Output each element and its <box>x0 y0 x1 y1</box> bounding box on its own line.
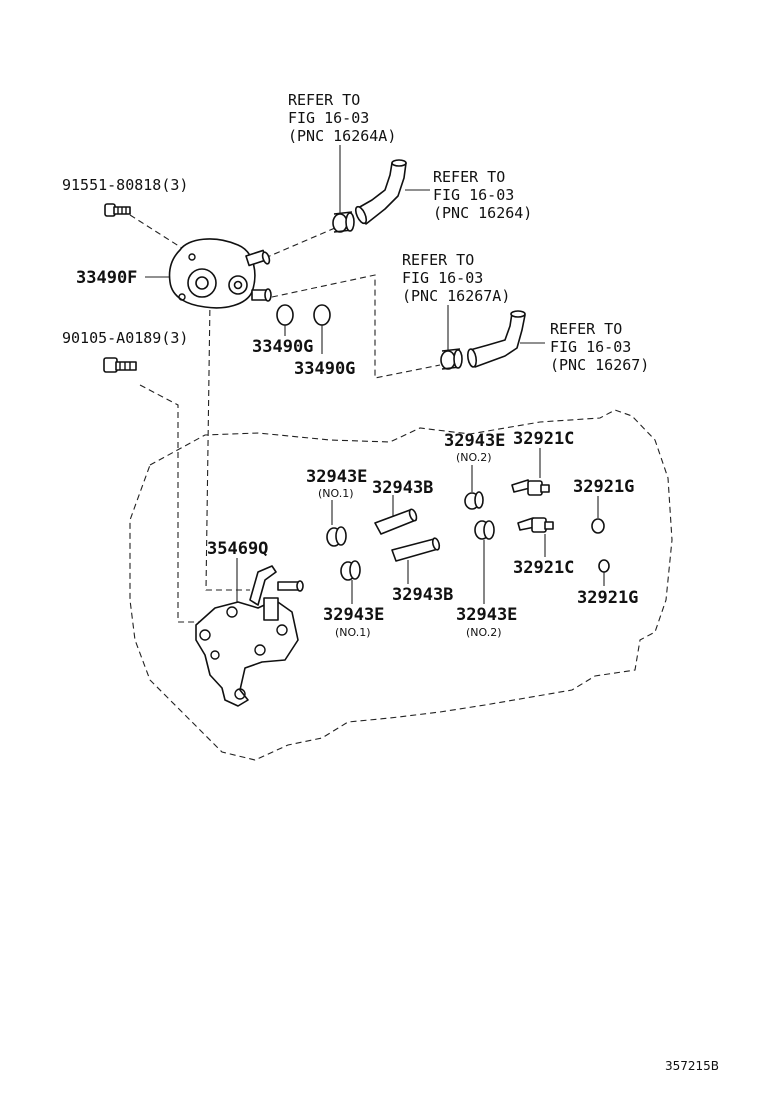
hose-16264-icon <box>354 159 407 225</box>
gasket-bottom-icon <box>598 559 610 573</box>
refer-16267-line1: REFER TO <box>550 320 622 338</box>
refer-16267A-line2: FIG 16-03 <box>402 269 483 287</box>
refer-16264-line2: FIG 16-03 <box>433 186 514 204</box>
gasket-top-icon <box>591 518 605 534</box>
label-oring-b: 33490G <box>294 359 355 379</box>
label-oring-a: 33490G <box>252 337 313 357</box>
refer-16264A-line2: FIG 16-03 <box>288 109 369 127</box>
note-clamp-no1-bottom: (NO.1) <box>335 626 371 639</box>
refer-16267-line2: FIG 16-03 <box>550 338 631 356</box>
label-bracket: 35469Q <box>207 539 268 559</box>
label-bolt-upper: 91551-80818(3) <box>62 176 188 194</box>
refer-16267A-line3: (PNC 16267A) <box>402 287 510 305</box>
clamp-no1-top-icon <box>326 526 347 547</box>
label-nipple-bottom: 32921C <box>513 558 574 578</box>
refer-16264A-line1: REFER TO <box>288 91 360 109</box>
leader-lower-bolt <box>139 384 205 623</box>
bolt-lower-icon <box>103 357 137 373</box>
label-gasket-bottom: 32921G <box>577 588 638 608</box>
engine-outline <box>129 409 673 761</box>
label-clamp-no2-top: 32943E <box>444 431 505 451</box>
clamp-no2-top-icon <box>464 491 484 510</box>
clamp-16264A-icon <box>332 211 355 233</box>
figure-number: 357215B <box>665 1059 719 1073</box>
note-clamp-no1-top: (NO.1) <box>318 487 354 500</box>
bolt-upper-icon <box>104 203 131 217</box>
hose-16267-icon <box>466 310 526 368</box>
label-bolt-lower: 90105-A0189(3) <box>62 329 188 347</box>
label-clamp-no2-bottom: 32943E <box>456 605 517 625</box>
leader-pump-refer3 <box>271 274 441 379</box>
label-hose-bottom: 32943B <box>392 585 453 605</box>
clamp-no2-bottom-icon <box>474 520 495 540</box>
bracket-icon <box>195 565 304 707</box>
leader-pump-bracket <box>205 299 250 591</box>
clamp-no1-bottom-icon <box>340 560 361 581</box>
label-nipple-top: 32921C <box>513 429 574 449</box>
leader-upper-bolt <box>129 214 186 251</box>
label-hose-top: 32943B <box>372 478 433 498</box>
vacuum-pump-icon <box>168 238 272 309</box>
oring-a-icon <box>276 304 294 326</box>
nipple-top-icon <box>511 479 550 496</box>
label-clamp-no1-bottom: 32943E <box>323 605 384 625</box>
clamp-16267A-icon <box>440 348 463 370</box>
label-gasket-top: 32921G <box>573 477 634 497</box>
refer-16264-line1: REFER TO <box>433 168 505 186</box>
hose-top-icon <box>374 508 418 535</box>
note-clamp-no2-bottom: (NO.2) <box>466 626 502 639</box>
refer-16267A-line1: REFER TO <box>402 251 474 269</box>
refer-16267-line3: (PNC 16267) <box>550 356 649 374</box>
label-clamp-no1-top: 32943E <box>306 467 367 487</box>
hose-bottom-icon <box>391 537 441 562</box>
oring-b-icon <box>313 304 331 326</box>
note-clamp-no2-top: (NO.2) <box>456 451 492 464</box>
nipple-bottom-icon <box>517 517 554 533</box>
refer-16264-line3: (PNC 16264) <box>433 204 532 222</box>
leader-pump-hose <box>264 227 336 259</box>
refer-16264A-line3: (PNC 16264A) <box>288 127 396 145</box>
label-pump: 33490F <box>76 268 137 288</box>
